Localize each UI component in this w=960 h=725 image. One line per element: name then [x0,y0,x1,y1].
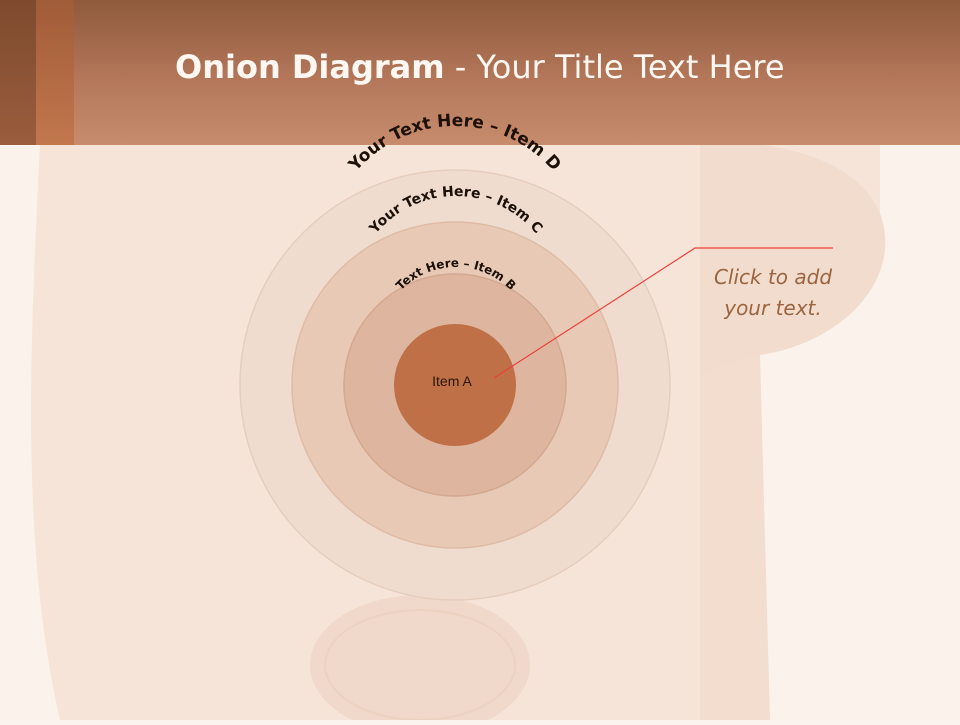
callout-line-1: Click to add [713,265,833,289]
label-item-d: Your Text Here – Item D [344,111,564,176]
page-title: Onion Diagram - Your Title Text Here [175,48,785,86]
header-accent-dark [0,0,36,145]
callout-line-2: your text. [724,296,822,320]
label-item-a: Item A [432,373,472,389]
title-rest: - Your Title Text Here [444,48,785,86]
header-bar: Onion Diagram - Your Title Text Here [0,0,960,145]
callout-connector [493,247,833,379]
title-bold: Onion Diagram [175,48,445,86]
onion-layer-a[interactable] [394,324,516,446]
header-accent [36,0,74,145]
callout-text[interactable]: Click to add your text. [690,262,856,324]
